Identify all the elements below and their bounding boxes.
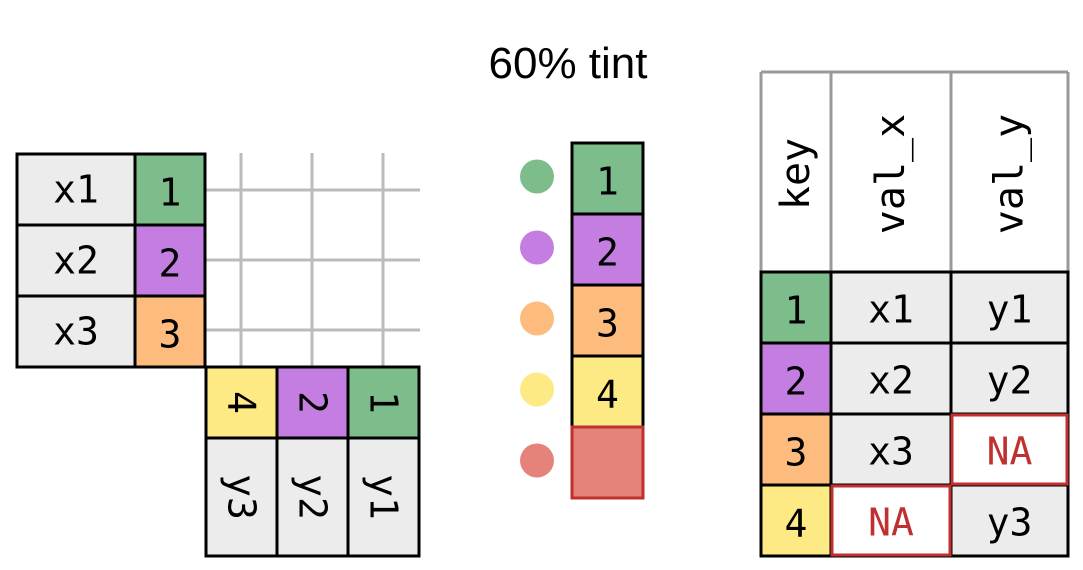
- y-value-cell: [275, 436, 350, 558]
- result-val-y-text: y3: [987, 501, 1033, 545]
- result-key-text: 1: [785, 289, 808, 333]
- x-value-text: x2: [53, 239, 99, 283]
- y-table: 4 y3 2 y2 1 y1: [204, 365, 421, 558]
- result-val-x-cell: [829, 341, 953, 416]
- result-val-x-cell: [829, 412, 953, 487]
- legend-dot: [520, 443, 554, 478]
- x-key-text: 1: [159, 171, 182, 215]
- legend-key-swatch: [570, 141, 645, 216]
- y-value-text: y1: [362, 474, 406, 520]
- legend-dot: [520, 159, 554, 194]
- result-key-text: 4: [785, 502, 808, 546]
- na-outline: [950, 413, 1069, 486]
- legend-dot: [520, 372, 554, 407]
- result-key-cell: [759, 412, 833, 487]
- result-val-x-text: x2: [868, 359, 914, 403]
- x-value-text: x3: [53, 310, 99, 354]
- legend-dot: [520, 230, 554, 265]
- legend-key-swatch: [570, 212, 645, 287]
- x-key-cell: [133, 294, 207, 369]
- result-val-y-text: y2: [987, 359, 1033, 403]
- result-key-cell: [759, 270, 833, 345]
- y-value-cell: [346, 436, 421, 558]
- y-value-text: y2: [291, 474, 335, 520]
- na-value-text: NA: [868, 501, 914, 545]
- result-val-y-text: y1: [987, 288, 1033, 332]
- result-val-x-text: x1: [868, 288, 914, 332]
- result-val-y-cell: [949, 270, 1070, 345]
- legend-key-swatch: [570, 354, 645, 429]
- legend-dot: [520, 301, 554, 336]
- result-val-x-text: x3: [868, 430, 914, 474]
- na-outline: [830, 484, 952, 557]
- legend-key-swatch: [570, 283, 645, 358]
- header-val-y: val_y: [987, 114, 1033, 234]
- header-key: key: [773, 138, 819, 210]
- x-key-text: 2: [159, 242, 182, 286]
- y-value-text: y3: [220, 474, 264, 520]
- x-value-cell: [15, 294, 137, 369]
- header-val-x: val_x: [868, 114, 914, 234]
- result-key-cell: [759, 483, 833, 558]
- result-val-y-cell: [949, 341, 1070, 416]
- result-key-text: 2: [785, 360, 808, 404]
- x-table: x1 1 x2 2 x3 3: [15, 152, 207, 369]
- legend-key-text: 4: [596, 373, 619, 417]
- x-value-text: x1: [53, 168, 99, 212]
- legend-key-text: 2: [596, 231, 619, 275]
- y-value-cell: [204, 436, 279, 558]
- legend-missing-swatch: [570, 425, 645, 500]
- na-value-text: NA: [987, 430, 1033, 474]
- legend-key-text: 3: [596, 302, 619, 346]
- legend-key-text: 1: [596, 160, 619, 204]
- join-grid: [205, 153, 420, 367]
- y-key-text: 2: [291, 391, 335, 414]
- y-key-text: 4: [220, 391, 264, 414]
- color-legend: 1 2 3 4: [520, 141, 645, 500]
- diagram-title: 60% tint: [489, 39, 648, 88]
- result-val-y-cell: [949, 483, 1070, 558]
- y-key-text: 1: [362, 391, 406, 414]
- x-key-cell: [133, 152, 207, 227]
- x-key-text: 3: [159, 313, 182, 357]
- result-key-text: 3: [785, 431, 808, 475]
